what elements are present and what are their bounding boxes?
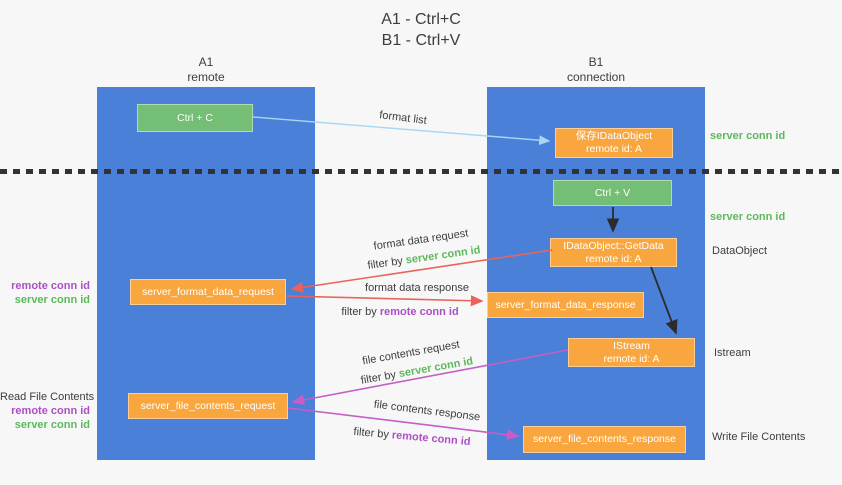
write-file-contents-annotation: Write File Contents — [712, 431, 806, 443]
lane-b1-role: connection — [566, 70, 626, 84]
lane-b1-name: B1 — [588, 55, 604, 69]
remote-conn-id-annotation-1: remote conn id — [11, 280, 90, 292]
format-list-edge-label: format list — [378, 109, 428, 127]
format-data-response-edge-label: format data response — [365, 282, 469, 294]
save-idataobject-node: 保存IDataObject remote id: A — [555, 128, 673, 158]
save-idataobject-line1: 保存IDataObject — [575, 130, 653, 142]
getdata-line2: remote id: A — [585, 252, 642, 265]
remote-conn-id-annotation-2: remote conn id — [11, 405, 90, 417]
ctrl-v-node: Ctrl + V — [553, 180, 672, 206]
left-conn-id-block-2: Read File Contents remote conn id server… — [0, 390, 95, 432]
server-file-contents-response-node: server_file_contents_response — [523, 426, 686, 453]
istream-line1: IStream — [613, 339, 650, 352]
lane-header-b1: B1 connection — [487, 55, 705, 85]
read-file-contents-annotation: Read File Contents — [0, 391, 95, 403]
lane-header-a1: A1 remote — [97, 55, 315, 85]
server-conn-id-annotation-left-2: server conn id — [14, 419, 90, 431]
lane-a1-name: A1 — [198, 55, 214, 69]
remote-conn-id-text: remote conn id — [379, 306, 459, 318]
filter-by-remote-conn-id-label-2: filter by remote conn id — [353, 426, 471, 448]
ctrl-c-node: Ctrl + C — [137, 104, 253, 132]
session-divider-dotted-line — [0, 169, 842, 174]
ctrl-v-label: Ctrl + V — [594, 186, 631, 199]
filter-by-text: filter by — [353, 425, 390, 441]
server-conn-id-annotation-left-1: server conn id — [14, 294, 90, 306]
server-file-contents-response-label: server_file_contents_response — [532, 433, 676, 445]
istream-node: IStream remote id: A — [568, 338, 695, 367]
idataobject-getdata-node: IDataObject::GetData remote id: A — [550, 238, 677, 267]
ctrl-c-label: Ctrl + C — [177, 111, 213, 124]
server-conn-id-text: server conn id — [405, 244, 482, 267]
lane-a1-role: remote — [187, 70, 225, 84]
server-format-data-response-node: server_format_data_response — [487, 292, 644, 318]
server-file-contents-request-node: server_file_contents_request — [128, 393, 288, 419]
filter-by-text: filter by — [341, 306, 377, 318]
left-conn-id-block-1: remote conn id server conn id — [0, 279, 90, 307]
istream-line2: remote id: A — [603, 352, 660, 365]
file-contents-response-edge-label: file contents response — [373, 398, 481, 424]
title-line-2: B1 - Ctrl+V — [381, 32, 461, 49]
title-line-1: A1 - Ctrl+C — [381, 11, 461, 28]
dataobject-annotation: DataObject — [712, 245, 768, 257]
server-format-data-request-label: server_format_data_request — [142, 285, 274, 298]
format-data-response-arrow — [285, 295, 484, 307]
server-conn-id-annotation-top-right: server conn id — [710, 130, 786, 142]
istream-annotation: Istream — [714, 347, 751, 359]
filter-by-text: filter by — [359, 368, 397, 387]
diagram-title: A1 - Ctrl+C B1 - Ctrl+V — [0, 9, 842, 51]
server-conn-id-annotation-mid-right: server conn id — [710, 211, 786, 223]
server-format-data-request-node: server_format_data_request — [130, 279, 286, 305]
filter-by-text: filter by — [366, 255, 404, 272]
server-file-contents-request-label: server_file_contents_request — [140, 399, 276, 412]
remote-conn-id-text: remote conn id — [391, 429, 471, 449]
filter-by-remote-conn-id-label-1: filter by remote conn id — [341, 306, 458, 318]
save-idataobject-line2: remote id: A — [585, 143, 643, 155]
server-format-data-response-label: server_format_data_response — [495, 298, 636, 311]
getdata-line1: IDataObject::GetData — [563, 239, 664, 252]
